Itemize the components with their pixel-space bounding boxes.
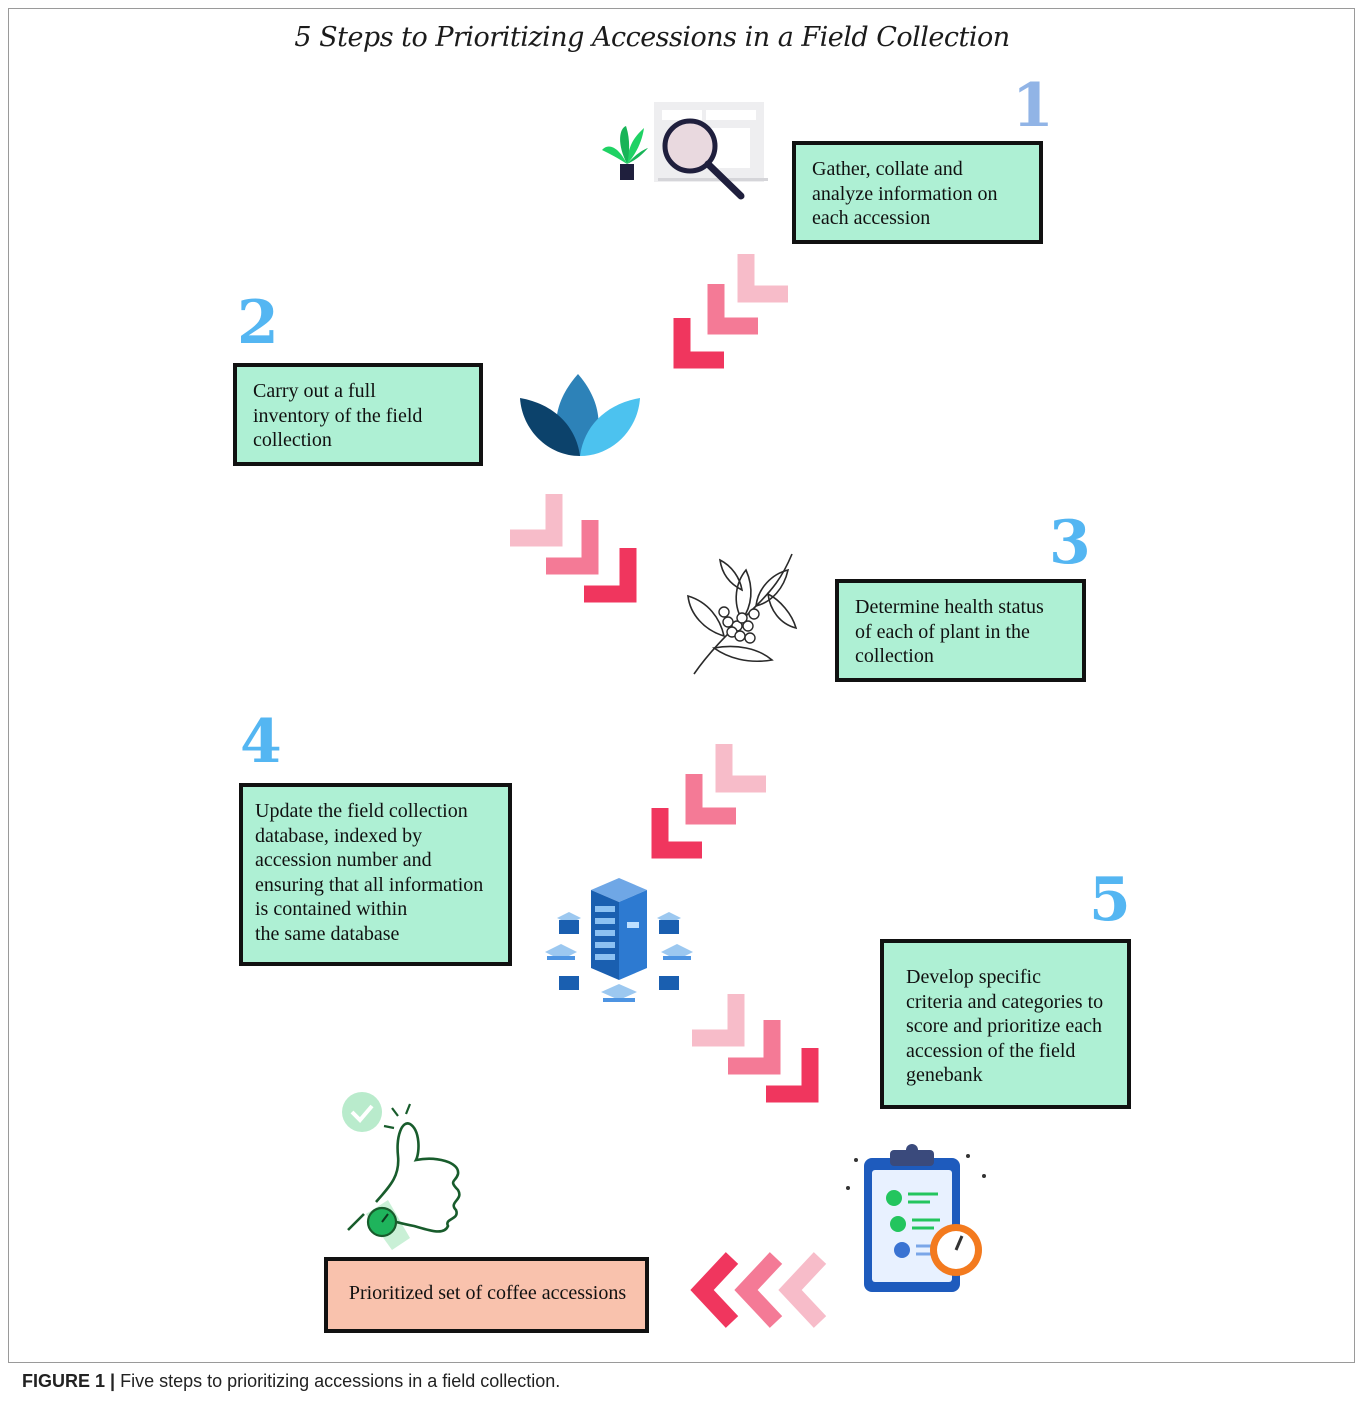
step-4-box: Update the field collection database, in… (239, 783, 512, 966)
figure-frame (8, 8, 1355, 1363)
step-2-number: 2 (237, 288, 279, 358)
chevron-arrow-icon (692, 994, 819, 1103)
caption-text: Five steps to prioritizing accessions in… (120, 1371, 561, 1391)
step-5-number: 5 (1089, 865, 1131, 935)
step-5-box: Develop specific criteria and categories… (880, 939, 1131, 1109)
chevron-arrow-icon (651, 744, 766, 859)
result-box: Prioritized set of coffee accessions (324, 1257, 649, 1333)
coffee-branch-icon (687, 553, 798, 675)
step-1-box: Gather, collate and analyze information … (792, 141, 1043, 244)
chevron-arrow-icon (673, 254, 788, 369)
step-1-number: 1 (1012, 71, 1054, 141)
caption-label: FIGURE 1 | (22, 1371, 116, 1391)
step-3-box: Determine health status of each of plant… (835, 579, 1086, 682)
step-4-number: 4 (240, 707, 282, 777)
step-3-number: 3 (1049, 508, 1091, 578)
thumbs-up-icon (342, 1092, 461, 1250)
checklist-icon (846, 1144, 986, 1292)
diagram-title: 5 Steps to Prioritizing Accessions in a … (294, 22, 1010, 53)
chevron-arrow-icon (510, 494, 637, 603)
magnifier-icon (602, 102, 768, 200)
lotus-icon (520, 374, 640, 456)
step-2-box: Carry out a full inventory of the field … (233, 363, 483, 466)
chevron-arrow-icon (690, 1252, 827, 1328)
server-icon (545, 878, 693, 1002)
figure-caption: FIGURE 1 | Five steps to prioritizing ac… (22, 1371, 560, 1392)
